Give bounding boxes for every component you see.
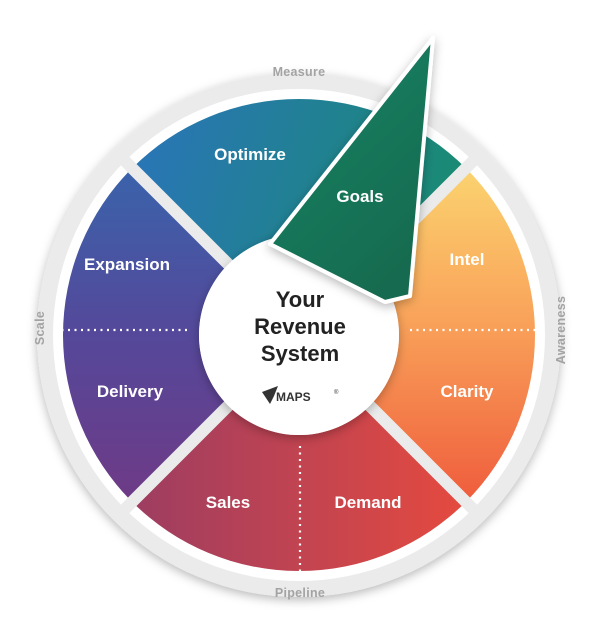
segment-goals: Goals (336, 187, 383, 206)
segment-expansion: Expansion (84, 255, 170, 274)
segment-demand: Demand (334, 493, 401, 512)
ring-label-awareness: Awareness (554, 296, 568, 364)
quadrant-gap-3 (362, 398, 482, 518)
ring-label-scale: Scale (33, 311, 47, 345)
segment-delivery: Delivery (97, 382, 164, 401)
center-title-line1: Your (276, 287, 325, 312)
pipeline-quadrant (132, 405, 466, 571)
center-title-line2: Revenue (254, 314, 346, 339)
segment-sales: Sales (206, 493, 250, 512)
segment-intel: Intel (450, 250, 485, 269)
ring-label-measure: Measure (273, 65, 326, 79)
center-title-line3: System (261, 341, 339, 366)
segment-clarity: Clarity (441, 382, 494, 401)
maps-logo: MAPS ® (262, 386, 339, 404)
scale-quadrant (63, 168, 229, 502)
quadrant-gap-4 (116, 398, 236, 518)
maps-logo-text: MAPS (276, 390, 311, 404)
segment-optimize: Optimize (214, 145, 286, 164)
quadrant-gap-1 (116, 152, 236, 272)
maps-logo-registered: ® (334, 389, 339, 396)
goals-pointer (268, 36, 435, 304)
ring-label-pipeline: Pipeline (275, 586, 325, 600)
maps-logo-arrow-icon (262, 386, 278, 404)
